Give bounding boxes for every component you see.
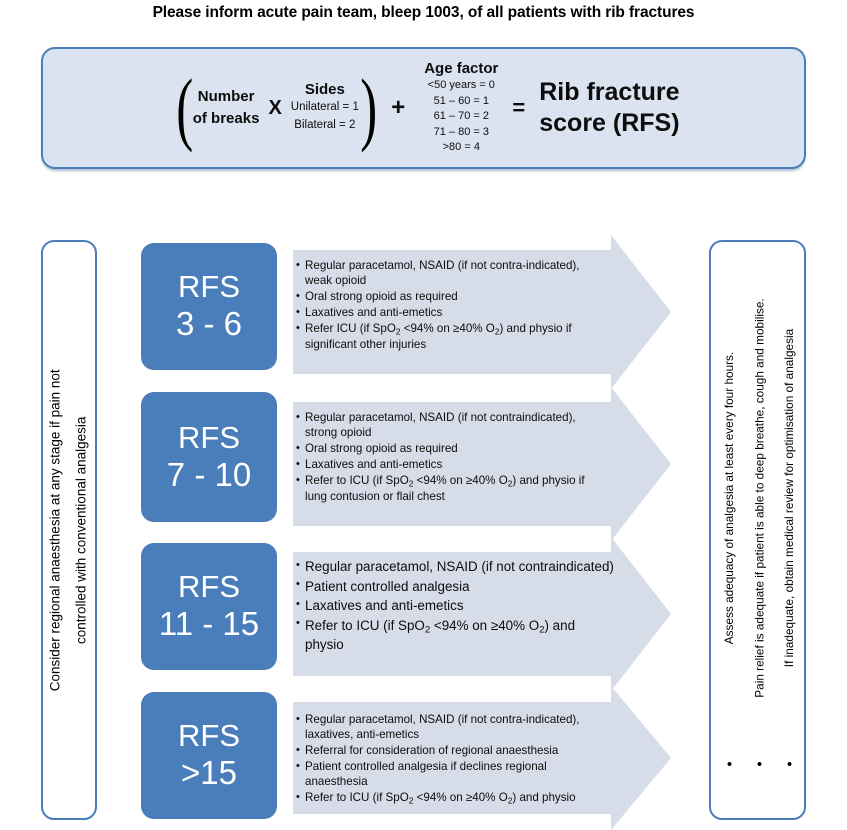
number-of-breaks-term: Number of breaks (193, 86, 260, 130)
open-paren-glyph: ( (176, 62, 194, 154)
treatment-bullet-row-2-2: Laxatives and anti-emetics (296, 457, 608, 472)
right-panel-item-0-label: Assess adequacy of analgesia at least ev… (722, 351, 737, 644)
rfs-box-row-1-range: 3 - 6 (175, 305, 243, 343)
treatment-bullet-row-1-0: Regular paracetamol, NSAID (if not contr… (296, 257, 608, 288)
treatment-bullets-row-3: Regular paracetamol, NSAID (if not contr… (296, 558, 616, 656)
treatment-bullet-row-4-2: Patient controlled analgesia if declines… (296, 759, 608, 789)
age-factor-row-0: <50 years = 0 (427, 78, 495, 91)
treatment-bullets-row-1: Regular paracetamol, NSAID (if not contr… (296, 257, 608, 354)
age-factor-term: Age factor <50 years = 0 51 – 60 = 1 61 … (424, 60, 498, 156)
rfs-box-row-2-range: 7 - 10 (166, 455, 252, 493)
age-factor-row-4: >80 = 4 (442, 141, 480, 154)
treatment-bullet-row-1-2: Laxatives and anti-emetics (296, 305, 608, 320)
right-panel-item-text-wrap: If inadequate, obtain medical review for… (775, 242, 805, 753)
right-panel-item: If inadequate, obtain medical review for… (775, 242, 805, 808)
number-of-breaks-line2: of breaks (192, 110, 260, 127)
right-panel-bullet-0: • (726, 756, 733, 773)
rfs-box-row-3-label: RFS (178, 569, 240, 605)
age-factor-row-2: 61 – 70 = 2 (433, 110, 489, 123)
right-panel-item-text-wrap: Assess adequacy of analgesia at least ev… (715, 242, 745, 753)
right-panel-item-2-label: If inadequate, obtain medical review for… (782, 328, 797, 667)
number-of-breaks-line1: Number (197, 88, 255, 106)
treatment-bullet-row-3-0: Regular paracetamol, NSAID (if not contr… (296, 558, 616, 577)
rfs-box-row-3[interactable]: RFS 11 - 15 (141, 543, 277, 670)
multiply-symbol: X (268, 96, 282, 119)
rfs-box-row-1[interactable]: RFS 3 - 6 (141, 243, 277, 370)
age-factor-heading: Age factor (424, 59, 499, 77)
treatment-bullet-row-4-3: Refer to ICU (if SpO2 <94% on ≥40% O2) a… (296, 790, 608, 806)
left-panel-text-wrap: Consider regional anaesthesia at any sta… (43, 242, 95, 818)
treatment-bullet-row-4-0: Regular paracetamol, NSAID (if not contr… (296, 711, 608, 742)
rfs-result-line1: Rib fracture (539, 77, 680, 106)
regional-anaesthesia-note-panel: Consider regional anaesthesia at any sta… (41, 240, 97, 820)
pathway-arrow-head-row-3 (611, 537, 671, 691)
age-factor-row-1: 51 – 60 = 1 (433, 94, 489, 107)
rfs-box-row-2[interactable]: RFS 7 - 10 (141, 392, 277, 522)
rfs-formula-box: ( Number of breaks X Sides Unilateral = … (41, 47, 806, 169)
rfs-box-row-4[interactable]: RFS >15 (141, 692, 277, 819)
right-panel-item: Assess adequacy of analgesia at least ev… (715, 242, 745, 808)
pathway-arrow-head-row-2 (611, 387, 671, 541)
sides-heading: Sides (304, 81, 345, 99)
right-panel-item: Pain relief is adequate if patient is ab… (745, 242, 775, 808)
left-panel-line2: controlled with conventional analgesia (74, 416, 89, 644)
treatment-bullet-row-4-1: Referral for consideration of regional a… (296, 743, 608, 758)
rfs-box-row-3-range: 11 - 15 (158, 605, 260, 643)
treatment-bullet-row-3-2: Laxatives and anti-emetics (296, 597, 616, 616)
right-panel-bullet-2: • (786, 756, 793, 773)
sides-option-bilateral: Bilateral = 2 (294, 119, 356, 131)
treatment-bullet-row-2-0: Regular paracetamol, NSAID (if not contr… (296, 409, 608, 440)
treatment-bullet-row-3-1: Patient controlled analgesia (296, 577, 616, 597)
rfs-box-row-4-label: RFS (178, 718, 240, 754)
rfs-box-row-1-label: RFS (178, 269, 240, 305)
treatment-bullets-row-2: Regular paracetamol, NSAID (if not contr… (296, 409, 608, 506)
plus-symbol: + (391, 94, 406, 121)
treatment-bullet-row-1-3: Refer ICU (if SpO2 <94% on ≥40% O2) and … (296, 321, 608, 352)
sides-option-unilateral: Unilateral = 1 (290, 101, 359, 114)
rfs-box-row-4-range: >15 (181, 754, 237, 792)
left-panel-line1: Consider regional anaesthesia at any sta… (47, 369, 63, 691)
right-panel-item-text-wrap: Pain relief is adequate if patient is ab… (745, 242, 775, 753)
equals-symbol: = (512, 95, 526, 120)
rfs-box-row-2-label: RFS (178, 419, 240, 455)
left-panel-text: Consider regional anaesthesia at any sta… (43, 369, 96, 691)
page-title: Please inform acute pain team, bleep 100… (152, 4, 695, 21)
pathway-arrow-head-row-1 (611, 235, 671, 389)
right-panel-item-1-label: Pain relief is adequate if patient is ab… (752, 297, 767, 698)
treatment-bullet-row-3-3: Refer to ICU (if SpO2 <94% on ≥40% O2) a… (296, 616, 616, 655)
rfs-result-line2: score (RFS) (539, 109, 680, 137)
treatment-bullets-row-4: Regular paracetamol, NSAID (if not contr… (296, 711, 608, 808)
analgesia-assessment-panel: Assess adequacy of analgesia at least ev… (709, 240, 806, 820)
treatment-bullet-row-1-1: Oral strong opioid as required (296, 289, 608, 304)
rfs-result-term: Rib fracture score (RFS) (539, 77, 679, 140)
treatment-bullet-row-2-1: Oral strong opioid as required (296, 441, 608, 456)
right-panel-rows: Assess adequacy of analgesia at least ev… (711, 242, 808, 822)
sides-term: Sides Unilateral = 1 Bilateral = 2 (291, 81, 359, 135)
treatment-bullet-row-2-3: Refer to ICU (if SpO2 <94% on ≥40% O2) a… (296, 473, 608, 504)
right-panel-bullet-1: • (756, 756, 763, 773)
age-factor-row-3: 71 – 80 = 3 (433, 125, 489, 138)
close-paren-glyph: ) (360, 62, 377, 154)
pathway-arrow-head-row-4 (611, 686, 671, 830)
formula-inner: ( Number of breaks X Sides Unilateral = … (43, 49, 804, 167)
